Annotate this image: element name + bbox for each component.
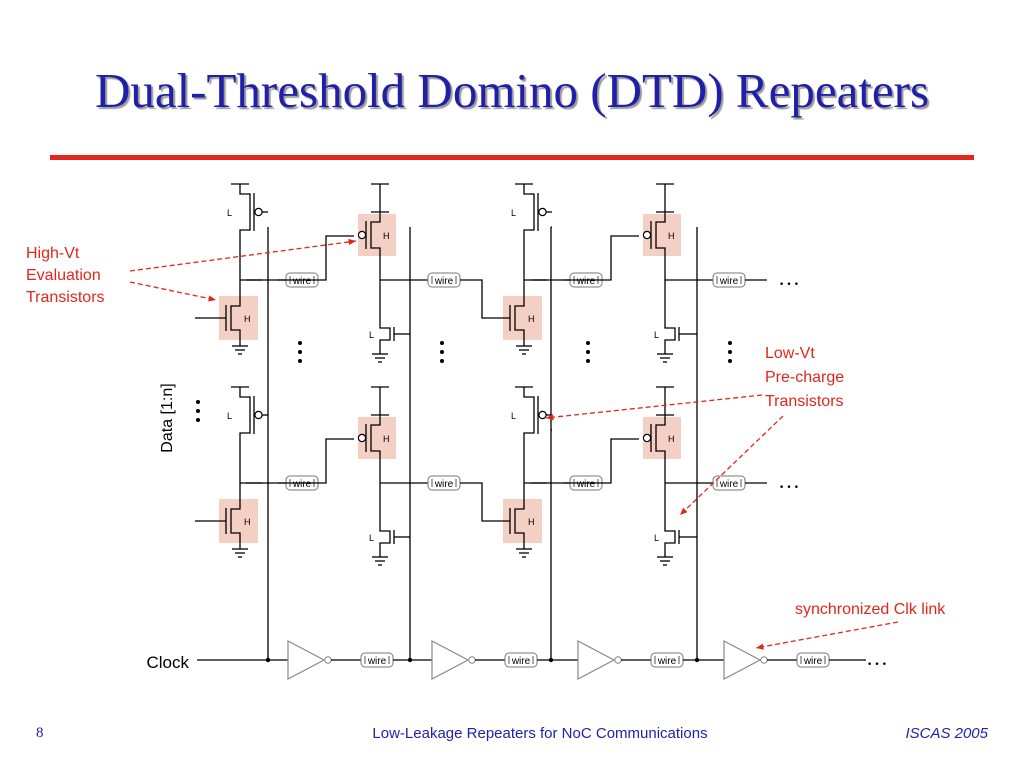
wire-label: wire xyxy=(719,276,739,287)
high-vt-annotation: Transistors xyxy=(26,289,105,306)
high-vt-tag: H xyxy=(383,434,390,444)
high-vt-tag: H xyxy=(244,517,251,527)
continuation-ellipsis: … xyxy=(778,468,800,493)
wire-label: wire xyxy=(576,276,596,287)
high-vt-annotation: High-Vt xyxy=(26,245,80,262)
low-vt-annotation: Pre-charge xyxy=(765,369,844,386)
data-bus-label: Data [1:n] xyxy=(159,383,176,452)
low-vt-tag: L xyxy=(654,330,659,340)
clock-buffer xyxy=(723,640,762,680)
low-vt-annotation: Low-Vt xyxy=(765,345,815,362)
low-vt-tag: L xyxy=(511,411,516,421)
high-vt-tag: H xyxy=(528,517,535,527)
clock-network: Clock wire wire wire wire … xyxy=(146,227,888,680)
high-vt-tag: H xyxy=(244,314,251,324)
data-label: Data [1:n] xyxy=(159,383,176,452)
high-vt-tag: H xyxy=(668,231,675,241)
annotations: High-VtEvaluationTransistorsLow-VtPre-ch… xyxy=(26,238,946,650)
high-vt-tag: H xyxy=(528,314,535,324)
low-vt-tag: L xyxy=(369,533,374,543)
row-continuation-dots xyxy=(196,341,732,422)
wire-label: wire xyxy=(576,479,596,490)
wire-label: wire xyxy=(511,656,531,667)
repeater-row-1: LHwireLHwireHLwireHLwire… xyxy=(195,183,800,363)
low-vt-annotation: Transistors xyxy=(765,393,844,410)
continuation-ellipsis: … xyxy=(866,645,888,670)
wire-label: wire xyxy=(434,479,454,490)
high-vt-tag: H xyxy=(668,434,675,444)
footer-title: Low-Leakage Repeaters for NoC Communicat… xyxy=(372,725,708,742)
footer-conference: ISCAS 2005 xyxy=(905,725,988,742)
clock-buffer xyxy=(577,640,616,680)
wire-label: wire xyxy=(292,479,312,490)
clock-label: Clock xyxy=(146,653,189,672)
wire-label: wire xyxy=(367,656,387,667)
page-number: 8 xyxy=(36,725,44,741)
high-vt-tag: H xyxy=(383,231,390,241)
high-vt-annotation: Evaluation xyxy=(26,267,101,284)
wire-label: wire xyxy=(434,276,454,287)
clock-buffer xyxy=(287,640,326,680)
wire-label: wire xyxy=(719,479,739,490)
clk-link-annotation: synchronized Clk link xyxy=(795,601,946,618)
low-vt-tag: L xyxy=(654,533,659,543)
continuation-ellipsis: … xyxy=(778,265,800,290)
wire-label: wire xyxy=(803,656,823,667)
low-vt-tag: L xyxy=(369,330,374,340)
low-vt-tag: L xyxy=(511,208,516,218)
repeater-row-2: LHwireLHwireHLwireHLwire… xyxy=(195,386,800,566)
low-vt-tag: L xyxy=(227,208,232,218)
low-vt-tag: L xyxy=(227,411,232,421)
wire-label: wire xyxy=(292,276,312,287)
clock-buffer xyxy=(431,640,470,680)
wire-label: wire xyxy=(657,656,677,667)
slide-title: Dual-Threshold Domino (DTD) Repeaters xyxy=(94,63,930,118)
title-underline xyxy=(50,155,974,160)
